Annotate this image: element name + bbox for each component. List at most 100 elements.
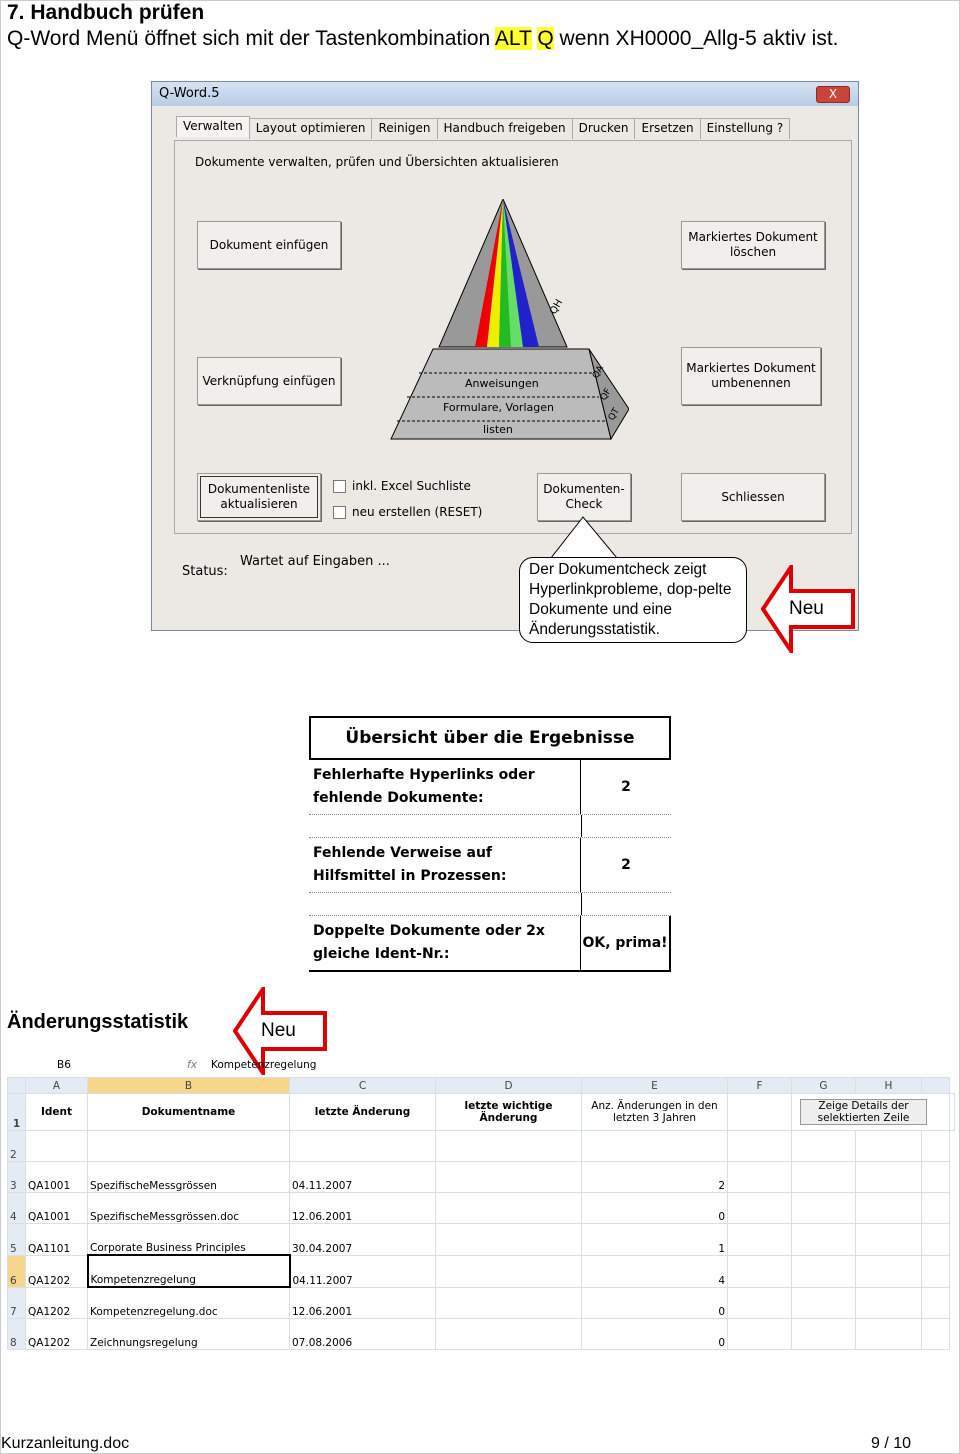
cell[interactable] [921, 1318, 950, 1350]
cell[interactable]: 04.11.2007 [289, 1254, 436, 1288]
cell[interactable] [855, 1286, 922, 1319]
cell[interactable] [435, 1318, 582, 1350]
cell[interactable] [855, 1254, 922, 1288]
cell[interactable]: 1 [581, 1223, 728, 1256]
cell[interactable] [727, 1223, 792, 1256]
checkbox-box[interactable] [333, 505, 346, 519]
cell[interactable]: SpezifischeMessgrössen [87, 1161, 290, 1193]
cell[interactable] [791, 1286, 856, 1319]
cell[interactable]: 0 [581, 1286, 728, 1319]
cell[interactable] [855, 1192, 922, 1224]
rename-document-button[interactable]: Markiertes Dokument umbenennen [681, 347, 821, 405]
cell[interactable]: Kompetenzregelung [86, 1254, 291, 1288]
cell[interactable]: 6 [7, 1254, 26, 1288]
cell[interactable]: Kompetenzregelung.doc [87, 1286, 290, 1319]
cell[interactable]: 07.08.2006 [289, 1318, 436, 1350]
cell[interactable] [435, 1254, 582, 1288]
stripe-green [499, 199, 511, 347]
tab-reinigen[interactable]: Reinigen [371, 118, 438, 139]
formula-bar[interactable]: Kompetenzregelung [211, 1059, 317, 1071]
tab-layout[interactable]: Layout optimieren [248, 118, 373, 139]
pyramid-label-formulare: Formulare, Vorlagen [443, 401, 554, 414]
cell[interactable]: 30.04.2007 [289, 1223, 436, 1256]
tab-drucken[interactable]: Drucken [571, 118, 636, 139]
cell[interactable]: 3 [7, 1161, 26, 1193]
cell[interactable] [921, 1254, 950, 1288]
cell[interactable]: 2 [581, 1161, 728, 1193]
cell[interactable]: 0 [581, 1192, 728, 1224]
cell[interactable] [855, 1161, 922, 1193]
cell[interactable]: QA1001 [25, 1192, 88, 1224]
cell[interactable] [855, 1223, 922, 1256]
reset-checkbox[interactable]: neu erstellen (RESET) [333, 505, 482, 519]
cell[interactable] [791, 1318, 856, 1350]
cell[interactable] [435, 1286, 582, 1319]
insert-link-button[interactable]: Verknüpfung einfügen [197, 357, 341, 405]
cell[interactable]: 04.11.2007 [289, 1161, 436, 1193]
cell[interactable]: SpezifischeMessgrössen.doc [87, 1192, 290, 1224]
fx-icon: fx [187, 1059, 197, 1071]
cell[interactable]: 0 [581, 1318, 728, 1350]
tab-einstellung[interactable]: Einstellung ? [699, 118, 791, 139]
cell[interactable]: 12.06.2001 [289, 1192, 436, 1224]
cell[interactable]: Zeichnungsregelung [87, 1318, 290, 1350]
results-row: Doppelte Dokumente oder 2x gleiche Ident… [309, 916, 671, 972]
cell[interactable] [727, 1254, 792, 1288]
excel-search-checkbox[interactable]: inkl. Excel Suchliste [333, 479, 471, 493]
cell[interactable] [791, 1161, 856, 1193]
cell[interactable] [921, 1192, 950, 1224]
cell[interactable]: QA1202 [25, 1318, 88, 1350]
cell[interactable] [921, 1286, 950, 1319]
cell[interactable] [727, 1192, 792, 1224]
section-heading: 7. Handbuch prüfen [7, 1, 205, 24]
cell[interactable] [921, 1161, 950, 1193]
cell[interactable]: Corporate Business Principles [87, 1223, 290, 1256]
cell[interactable] [921, 1223, 950, 1256]
cell[interactable] [855, 1318, 922, 1350]
key-q: Q [537, 27, 554, 50]
name-box[interactable]: B6 [57, 1059, 71, 1071]
document-check-button[interactable]: Dokumenten-Check [537, 473, 631, 521]
cell[interactable]: QA1202 [25, 1286, 88, 1319]
insert-document-button[interactable]: Dokument einfügen [197, 221, 341, 269]
cell[interactable] [435, 1161, 582, 1193]
cell[interactable] [791, 1254, 856, 1288]
tab-ersetzen[interactable]: Ersetzen [634, 118, 701, 139]
cell[interactable] [727, 1286, 792, 1319]
cell[interactable] [727, 1161, 792, 1193]
cell[interactable] [727, 1318, 792, 1350]
cell[interactable]: 5 [7, 1223, 26, 1256]
cell[interactable]: 4 [7, 1192, 26, 1224]
cell[interactable]: 4 [581, 1254, 728, 1288]
cell[interactable]: QA1202 [25, 1254, 88, 1288]
tab-freigeben[interactable]: Handbuch freigeben [436, 118, 573, 139]
close-button[interactable]: X [816, 86, 850, 103]
cell[interactable]: QA1001 [25, 1161, 88, 1193]
cell[interactable]: QA1101 [25, 1223, 88, 1256]
results-row: Fehlerhafte Hyperlinks oder fehlende Dok… [309, 760, 671, 815]
dialog-title: Q-Word.5 [159, 86, 220, 101]
checkbox-box[interactable] [333, 479, 346, 493]
footer-filename: Kurzanleitung.doc [1, 1435, 130, 1452]
cell[interactable] [791, 1223, 856, 1256]
cell[interactable] [791, 1192, 856, 1224]
update-list-button[interactable]: Dokumentenliste aktualisieren [197, 473, 321, 521]
cell[interactable] [435, 1192, 582, 1224]
close-dialog-button[interactable]: Schliessen [681, 473, 825, 521]
cell[interactable]: 12.06.2001 [289, 1286, 436, 1319]
cell[interactable] [435, 1223, 582, 1256]
delete-document-button[interactable]: Markiertes Dokument löschen [681, 221, 825, 269]
show-details-button[interactable]: Zeige Details der selektierten Zeile [800, 1099, 927, 1125]
tab-verwalten[interactable]: Verwalten [176, 116, 250, 137]
cell[interactable]: 7 [7, 1286, 26, 1319]
cell[interactable]: 8 [7, 1318, 26, 1350]
